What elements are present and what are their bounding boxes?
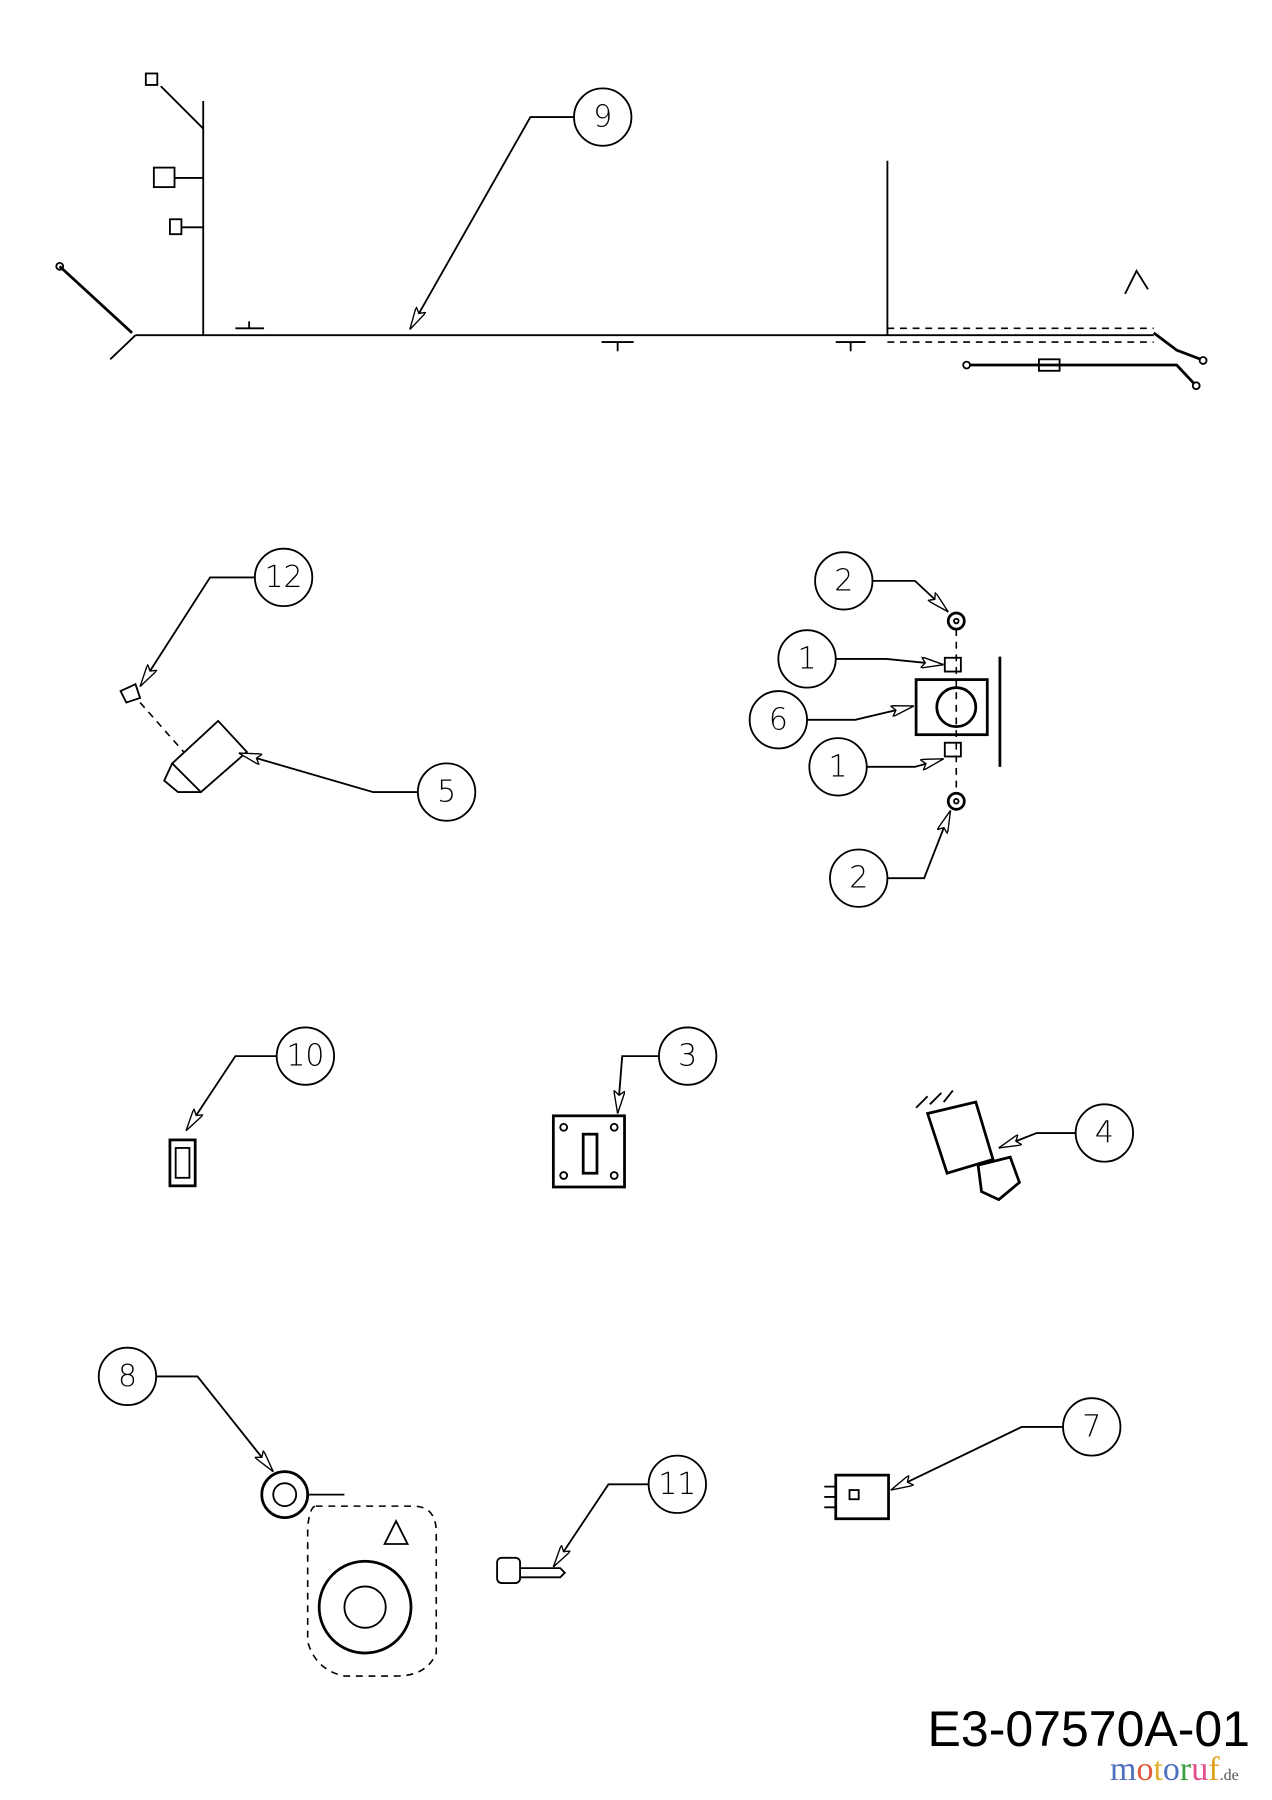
callout-label: 11 (658, 1467, 696, 1502)
callout-9: 9 (409, 87, 633, 329)
callout-6: 6 (748, 690, 914, 750)
callout-1-top: 1 (777, 629, 943, 689)
diagram-code: E3-07570A-01 (927, 1701, 1250, 1757)
callout-1-bottom: 1 (808, 737, 943, 797)
callout-label: 7 (1082, 1409, 1101, 1444)
callout-label: 2 (849, 861, 868, 896)
callout-label: 1 (829, 749, 848, 784)
part-10-switch (168, 1138, 197, 1188)
callout-label: 8 (118, 1359, 137, 1394)
callout-12: 12 (139, 547, 314, 687)
part-3-panel-switch (551, 1114, 626, 1189)
callout-2-bottom: 2 (829, 810, 952, 908)
watermark-logo: motoruf.de (1110, 1751, 1239, 1788)
callout-2-top: 2 (814, 551, 949, 613)
wiring-harness (55, 72, 1208, 391)
callout-label: 1 (798, 641, 817, 676)
callout-label: 9 (593, 100, 612, 135)
part-4-ignition-switch (915, 1089, 1022, 1202)
callout-3: 3 (618, 1026, 718, 1113)
callout-label: 5 (437, 775, 456, 810)
callout-7: 7 (891, 1397, 1122, 1491)
callout-8: 8 (97, 1346, 274, 1473)
part-8-key-switch (260, 1470, 438, 1677)
callout-10: 10 (185, 1026, 336, 1130)
part-11-key (496, 1556, 567, 1584)
callout-label: 3 (678, 1039, 697, 1074)
callout-11: 11 (552, 1454, 707, 1567)
callout-label: 10 (286, 1039, 324, 1074)
callout-label: 12 (265, 560, 303, 595)
callout-5: 5 (239, 752, 477, 822)
part-7-relay (824, 1473, 890, 1521)
part-6-solenoid (914, 611, 1002, 811)
part-5-switch (119, 682, 249, 794)
callout-label: 2 (834, 563, 853, 598)
callout-label: 6 (769, 702, 788, 737)
callout-4: 4 (999, 1103, 1134, 1163)
callout-label: 4 (1095, 1116, 1114, 1151)
